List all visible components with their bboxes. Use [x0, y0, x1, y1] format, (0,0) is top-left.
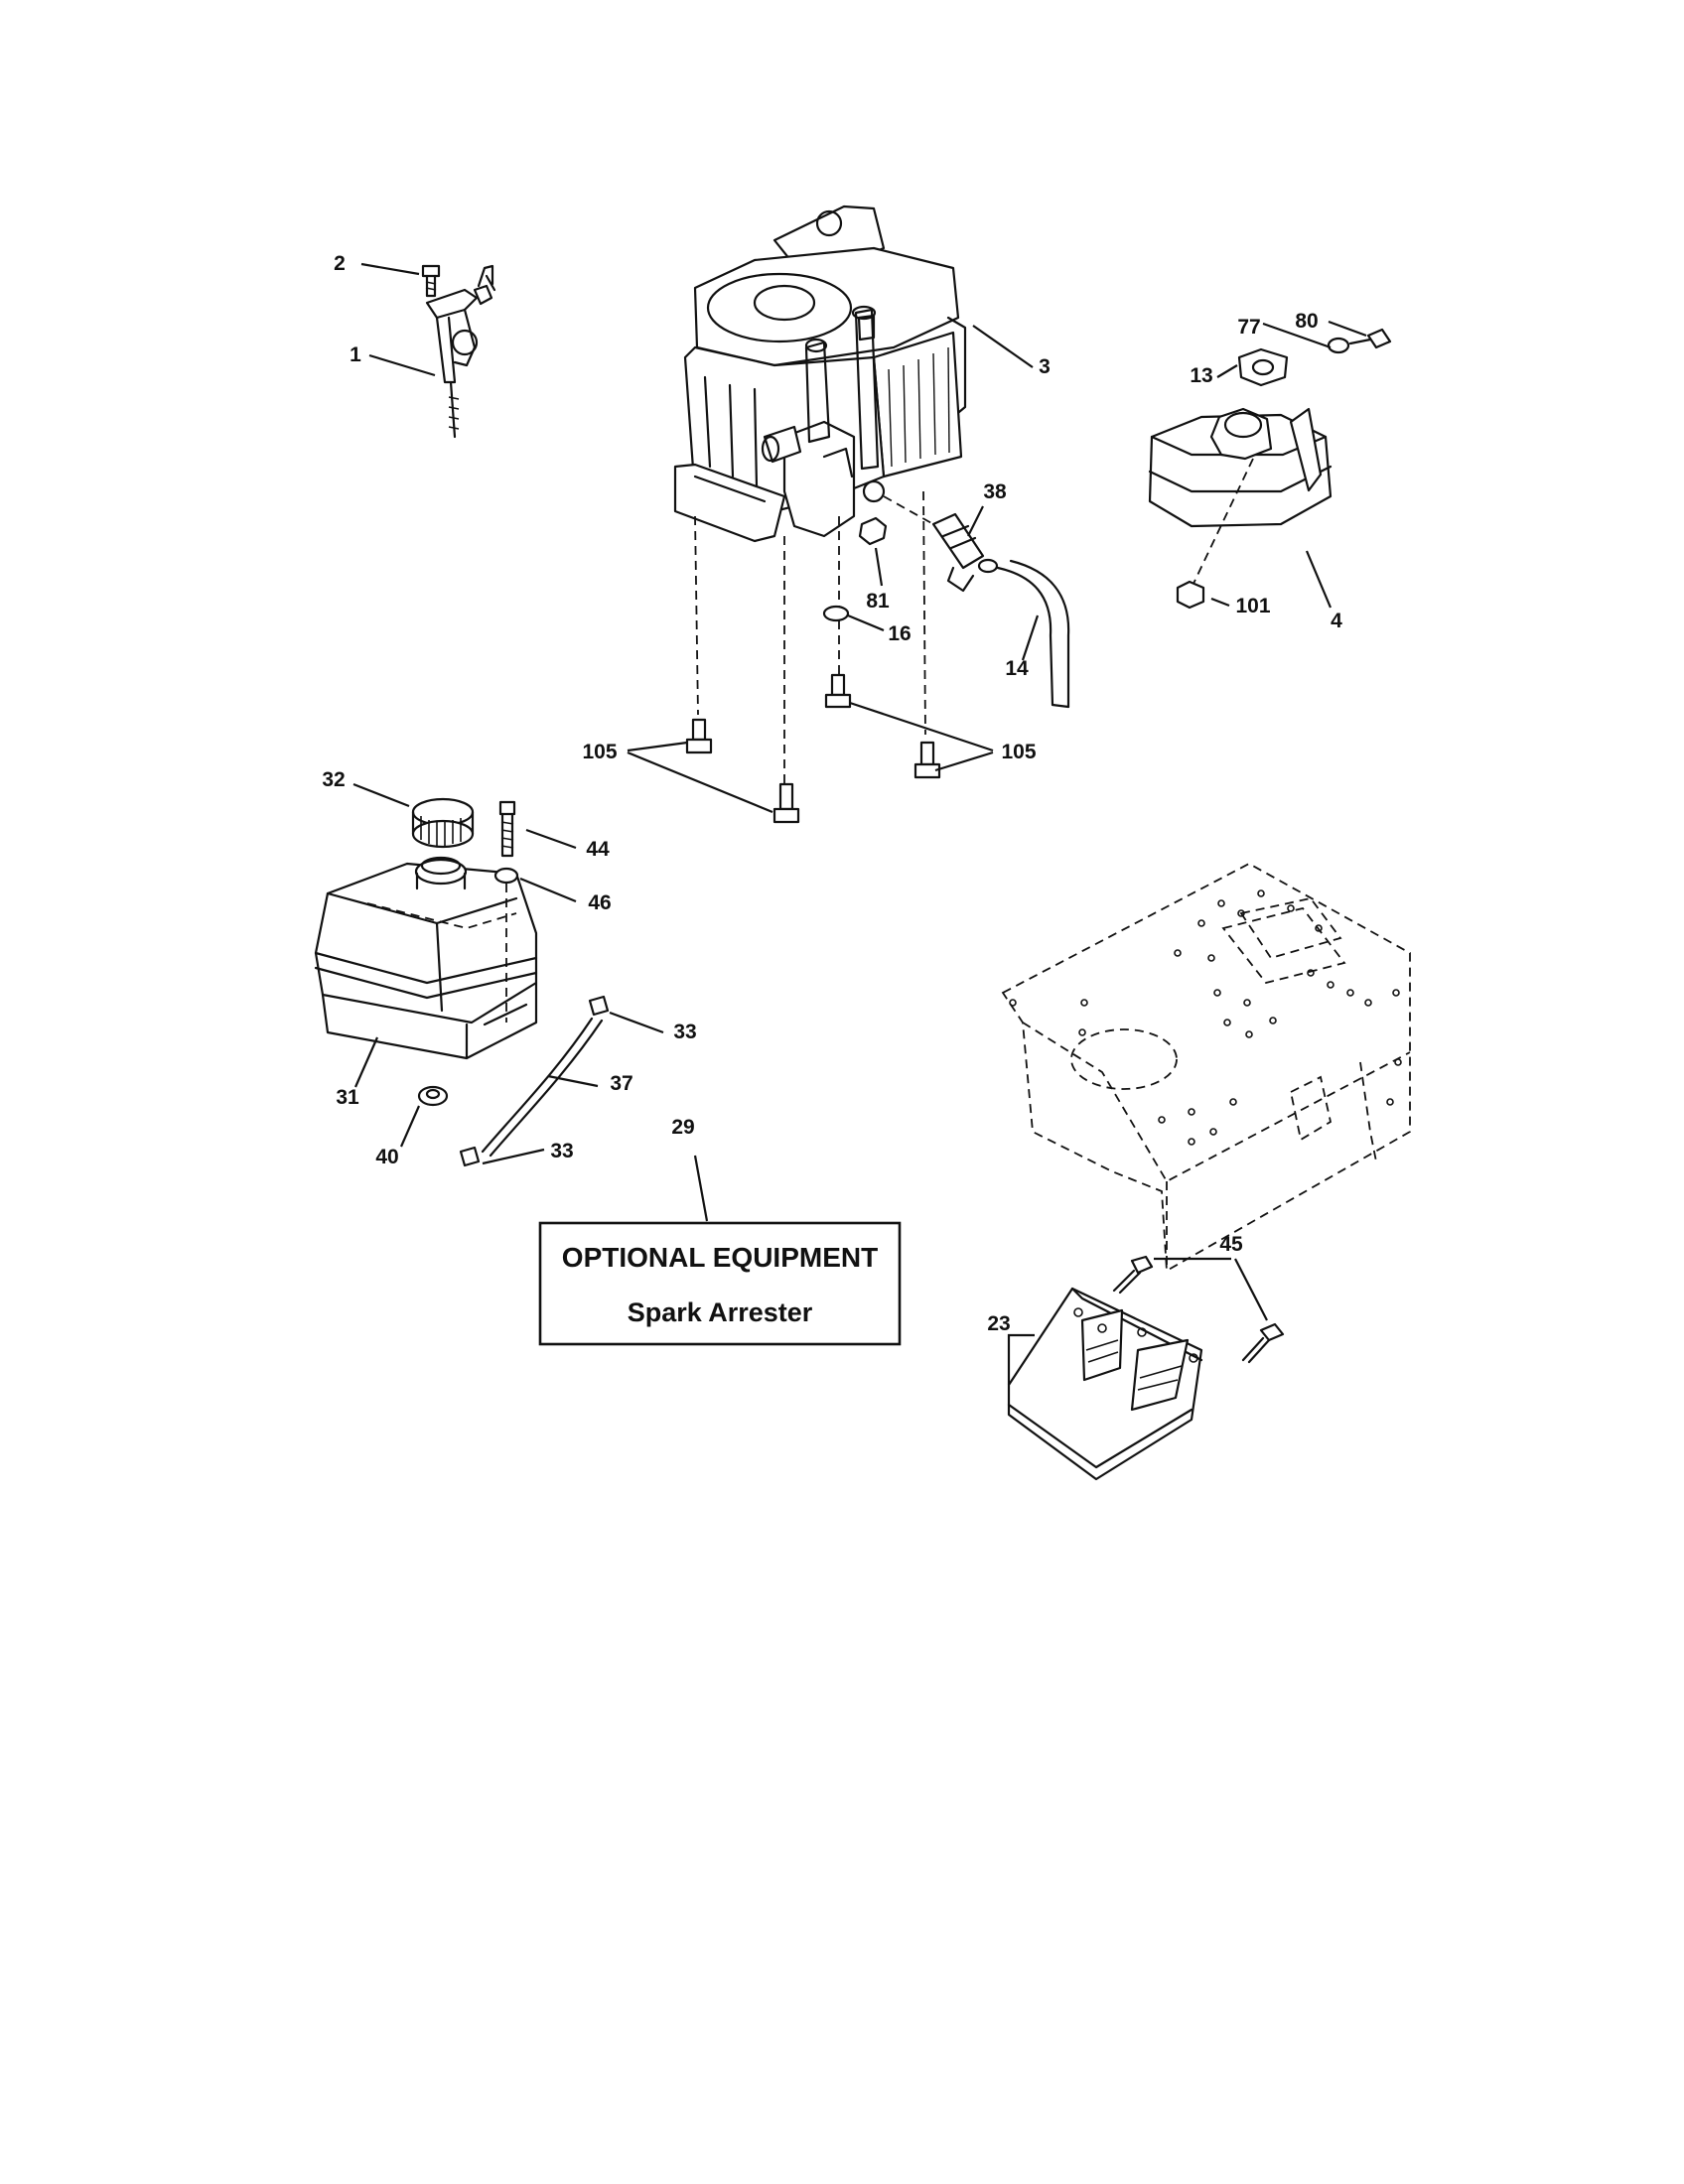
callout-32: 32 [322, 768, 345, 791]
muffler-part [1148, 320, 1392, 610]
engine-part [673, 205, 1034, 543]
callout-81: 81 [866, 590, 890, 613]
optional-equipment-title: OPTIONAL EQUIPMENT [562, 1242, 878, 1273]
fuel-filter-part [858, 495, 1070, 709]
chassis-plate-part [1001, 862, 1411, 1273]
callout-3: 3 [1039, 355, 1051, 378]
callout-labels: 2 1 3 80 77 13 38 81 16 14 101 4 105 105… [322, 252, 1342, 1335]
callout-101: 101 [1235, 595, 1270, 617]
callout-23: 23 [987, 1312, 1010, 1335]
callout-2: 2 [334, 252, 346, 275]
callout-1: 1 [350, 343, 361, 366]
callout-14: 14 [1005, 657, 1029, 680]
callout-38: 38 [983, 480, 1007, 503]
fuel-tank-part [314, 782, 664, 1167]
callout-29: 29 [671, 1116, 694, 1139]
callout-31: 31 [336, 1086, 359, 1109]
callout-44: 44 [586, 838, 610, 861]
mounting-bolts-part [627, 490, 994, 824]
callout-77: 77 [1237, 316, 1260, 339]
optional-equipment-subtitle: Spark Arrester [628, 1297, 813, 1327]
optional-box-leader [693, 1155, 709, 1222]
callout-37: 37 [610, 1072, 632, 1095]
throttle-bracket-part [360, 262, 496, 439]
optional-equipment-box: OPTIONAL EQUIPMENT Spark Arrester [538, 1221, 902, 1346]
callout-80: 80 [1295, 310, 1318, 333]
callout-45: 45 [1219, 1233, 1243, 1256]
callout-33-lower: 33 [550, 1140, 573, 1162]
callout-105-left: 105 [582, 741, 617, 763]
callout-33-upper: 33 [673, 1021, 696, 1043]
callout-105-right: 105 [1001, 741, 1036, 763]
callout-46: 46 [588, 891, 611, 914]
callout-40: 40 [375, 1146, 398, 1168]
callout-4: 4 [1331, 610, 1342, 632]
callout-16: 16 [888, 622, 911, 645]
spark-arrester-screen-part [1007, 1255, 1285, 1481]
callout-13: 13 [1190, 364, 1212, 387]
